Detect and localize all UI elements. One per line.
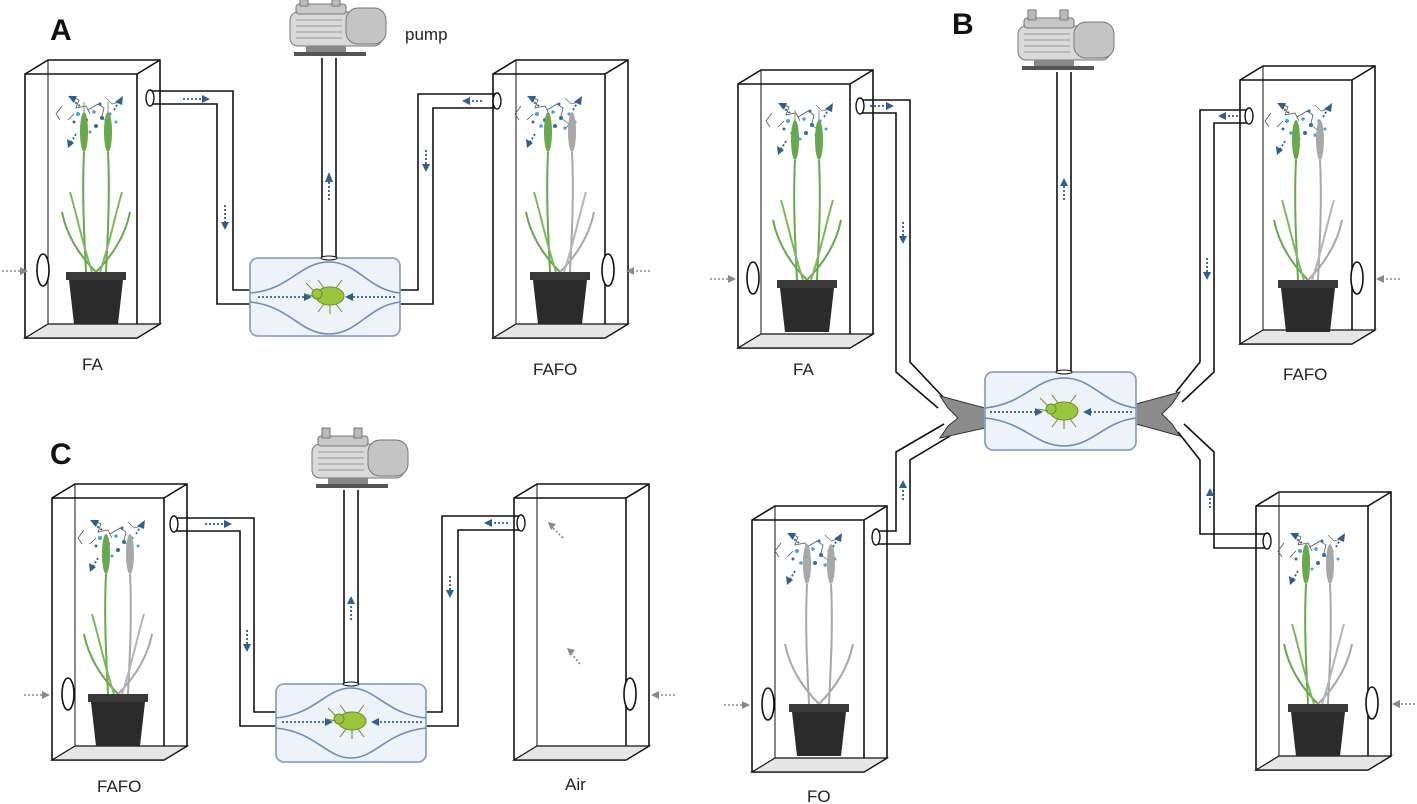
panel-a: A FA FAFO pump <box>2 0 650 379</box>
panel-a-pump-icon <box>289 0 387 57</box>
panel-c-arena <box>275 681 427 763</box>
panel-c-air-chamber <box>511 483 675 761</box>
panel-b-fo-label: FO <box>807 787 831 804</box>
panel-b-fa-chamber <box>710 69 876 349</box>
panel-b-letter: B <box>952 8 974 41</box>
panel-b-fa-label: FA <box>793 360 814 379</box>
panel-a-letter: A <box>50 14 72 47</box>
panel-c-letter: C <box>50 438 72 471</box>
panel-a-arena <box>249 255 401 337</box>
panel-b-fafo-label: FAFO <box>1283 365 1327 384</box>
panel-b-bottom-right-chamber <box>1253 491 1415 771</box>
panel-c-left-label: FAFO <box>97 777 141 796</box>
panel-c-fafo-chamber <box>24 483 190 761</box>
panel-b-pump-icon <box>1017 9 1115 71</box>
panel-b: B FA FAFO <box>710 8 1415 804</box>
panel-b-fafo-chamber <box>1237 65 1400 345</box>
panel-c: C FAFO Air <box>24 427 675 796</box>
panel-c-right-label: Air <box>565 775 586 794</box>
panel-a-pump-label: pump <box>405 25 448 44</box>
panel-b-fo-chamber <box>724 505 890 773</box>
panel-c-pump-icon <box>311 427 409 489</box>
panel-a-right-chamber <box>490 59 650 339</box>
panel-a-left-chamber <box>2 59 163 339</box>
panel-a-right-label: FAFO <box>533 360 577 379</box>
panel-a-left-label: FA <box>82 355 103 374</box>
panel-b-arena <box>984 369 1137 451</box>
